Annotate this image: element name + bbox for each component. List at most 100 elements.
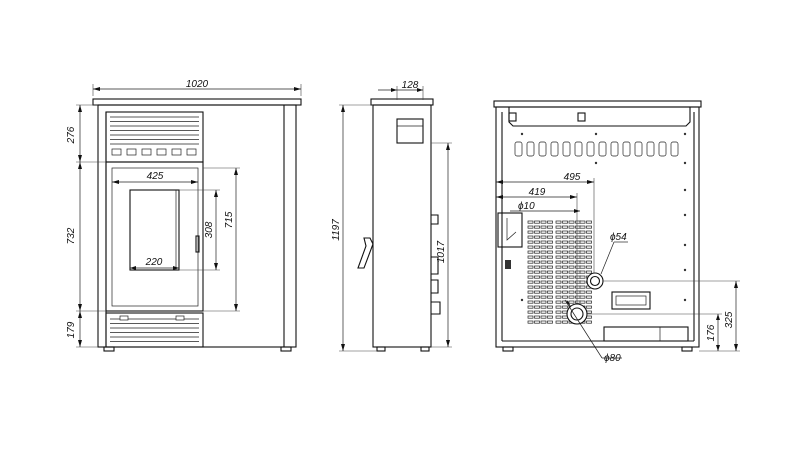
grid-slot [586, 225, 592, 229]
grid-slot [547, 240, 553, 244]
grid-slot [562, 250, 568, 254]
rear-top-cap [493, 100, 702, 108]
grid-slot [579, 260, 586, 264]
grid-slot [586, 300, 592, 304]
grid-slot [547, 250, 553, 254]
grid-slot [527, 285, 534, 289]
front-foot-left [103, 346, 115, 352]
dim-rear-phi-80: ϕ80 [604, 353, 621, 364]
grid-slot [540, 270, 547, 274]
vent-slot [514, 141, 523, 157]
grid-slot [562, 220, 568, 224]
grid-slot [527, 225, 534, 229]
side-rear-step-2 [431, 256, 439, 275]
side-view: 128 1197 1017 [331, 80, 452, 352]
grid-slot [547, 320, 553, 324]
dim-rear-height-176: 176 [706, 324, 717, 341]
grid-slot [540, 225, 547, 229]
dim-door-height: 715 [224, 211, 235, 228]
grid-slot [568, 220, 575, 224]
grid-slot [568, 265, 575, 269]
grid-slot [555, 295, 562, 299]
vent-slot [634, 141, 643, 157]
grille-notch [156, 148, 167, 156]
grid-slot [534, 270, 540, 274]
grid-slot [562, 265, 568, 269]
grid-slot [568, 255, 575, 259]
grid-slot [534, 225, 540, 229]
grid-slot [568, 275, 575, 279]
rear-lower-box [603, 326, 689, 342]
grid-slot [540, 245, 547, 249]
front-top-cap [92, 98, 302, 106]
grid-slot [534, 255, 540, 259]
grid-slot [547, 290, 553, 294]
grid-slot [586, 260, 592, 264]
grid-slot [527, 265, 534, 269]
grid-slot [555, 315, 562, 319]
grid-slot [555, 220, 562, 224]
grid-slot [555, 265, 562, 269]
grid-slot [579, 285, 586, 289]
grid-slot [534, 275, 540, 279]
grid-slot [579, 245, 586, 249]
grid-slot [586, 235, 592, 239]
rear-right-panel [611, 291, 651, 310]
grid-slot [527, 295, 534, 299]
grid-slot [568, 240, 575, 244]
grid-slot [568, 295, 575, 299]
grid-slot [579, 225, 586, 229]
dim-rear-phi-54: ϕ54 [610, 232, 627, 243]
grid-slot [527, 290, 534, 294]
grid-slot [540, 280, 547, 284]
vent-slot [622, 141, 631, 157]
vent-slot [658, 141, 667, 157]
grid-slot [555, 260, 562, 264]
side-foot-left [376, 346, 386, 352]
dim-middle-height: 732 [66, 227, 77, 244]
grid-slot [568, 270, 575, 274]
grid-slot [586, 270, 592, 274]
front-view: 1020 276 732 179 425 220 308 [66, 79, 302, 352]
grid-slot [534, 290, 540, 294]
grid-slot [586, 295, 592, 299]
vent-slot [538, 141, 547, 157]
grid-slot [527, 320, 534, 324]
grid-slot [540, 265, 547, 269]
grid-slot [586, 250, 592, 254]
grid-slot [547, 235, 553, 239]
grid-slot [555, 270, 562, 274]
grid-slot [527, 250, 534, 254]
vent-slot [670, 141, 679, 157]
grille-notch [111, 148, 122, 156]
grid-slot [568, 260, 575, 264]
grid-slot [540, 310, 547, 314]
grid-slot [568, 300, 575, 304]
vent-slot [526, 141, 535, 157]
side-foot-right [420, 346, 430, 352]
side-rear-step-1 [431, 214, 439, 225]
grid-slot [555, 245, 562, 249]
grid-slot [562, 230, 568, 234]
grid-slot [562, 295, 568, 299]
grid-slot [586, 305, 592, 309]
dim-top-panel: 276 [66, 126, 77, 144]
grid-slot [534, 305, 540, 309]
grid-slot [568, 225, 575, 229]
grid-slot [547, 270, 553, 274]
grid-slot [586, 220, 592, 224]
rear-socket [505, 260, 511, 269]
grille-notch [126, 148, 137, 156]
grid-slot [579, 290, 586, 294]
grid-slot [568, 290, 575, 294]
front-upper-grille-lines [110, 116, 199, 156]
screw-dot [594, 161, 598, 165]
dim-rear-phi-small: ϕ10 [518, 201, 535, 212]
grid-slot [534, 250, 540, 254]
side-top-cap [370, 98, 434, 106]
grid-slot [527, 235, 534, 239]
rear-foot-left [502, 346, 514, 352]
vent-slot [574, 141, 583, 157]
grid-slot [555, 290, 562, 294]
grid-slot [540, 240, 547, 244]
